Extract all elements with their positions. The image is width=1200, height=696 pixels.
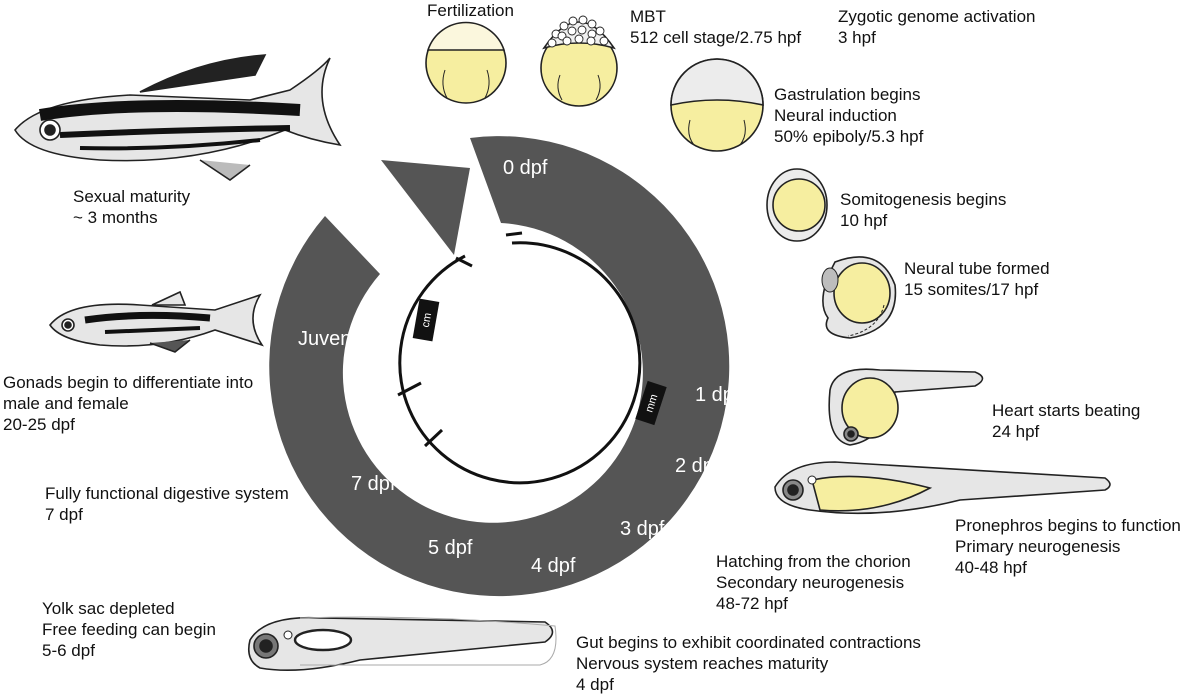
gastrulation-line3: 50% epiboly/5.3 hpf xyxy=(774,127,924,146)
label-yolk-depleted: Yolk sac depleted Free feeding can begin… xyxy=(42,598,216,661)
yolk-line1: Yolk sac depleted xyxy=(42,599,175,618)
yolk-line2: Free feeding can begin xyxy=(42,620,216,639)
pronephros-line2: Primary neurogenesis xyxy=(955,537,1121,556)
gonads-line2: male and female xyxy=(3,394,129,413)
ring-band xyxy=(269,136,730,597)
stage-juvenile: Juvenile xyxy=(298,328,371,350)
maturity-line1: Sexual maturity xyxy=(73,187,191,206)
gastrulation-line2: Neural induction xyxy=(774,106,897,125)
inner-timeline-circle xyxy=(397,231,642,485)
ring-arrowhead xyxy=(381,160,470,255)
heart-beating-embryo xyxy=(828,368,984,446)
label-sexual-maturity: Sexual maturity ~ 3 months xyxy=(73,186,190,228)
yolk-line3: 5-6 dpf xyxy=(42,641,95,660)
label-zygotic-genome-activation: Zygotic genome activation 3 hpf xyxy=(838,6,1036,48)
stage-1dpf: 1 dpf xyxy=(695,384,740,406)
somitogenesis-line2: 10 hpf xyxy=(840,211,888,230)
tag-cm: cm xyxy=(412,298,440,342)
gut-line2: Nervous system reaches maturity xyxy=(576,654,829,673)
hatching-line1: Hatching from the chorion xyxy=(716,552,911,571)
stage-0dpf: 0 dpf xyxy=(503,157,548,179)
label-heart-beating: Heart starts beating 24 hpf xyxy=(992,400,1140,442)
label-mbt: MBT 512 cell stage/2.75 hpf xyxy=(630,6,801,48)
tag-cm-label: cm xyxy=(420,312,434,329)
label-gut-contractions: Gut begins to exhibit coordinated contra… xyxy=(576,632,921,695)
stage-4dpf: 4 dpf xyxy=(531,555,576,577)
maturity-line2: ~ 3 months xyxy=(73,208,158,227)
label-hatching: Hatching from the chorion Secondary neur… xyxy=(716,551,911,614)
tag-mm: mm xyxy=(635,380,667,426)
stage-7dpf: 7 dpf xyxy=(351,473,396,495)
digestive-line2: 7 dpf xyxy=(45,505,83,524)
gonads-line3: 20-25 dpf xyxy=(3,415,75,434)
label-fertilization: Fertilization xyxy=(427,0,514,21)
gut-line3: 4 dpf xyxy=(576,675,614,694)
mbt-embryo xyxy=(540,15,618,107)
adult-fish xyxy=(14,54,342,181)
label-somitogenesis: Somitogenesis begins 10 hpf xyxy=(840,189,1006,231)
neural-tube-line1: Neural tube formed xyxy=(904,259,1050,278)
gut-line1: Gut begins to exhibit coordinated contra… xyxy=(576,633,921,652)
gonads-line1: Gonads begin to differentiate into xyxy=(3,373,254,392)
tag-mm-label: mm xyxy=(643,393,660,414)
somitogenesis-embryo xyxy=(766,168,828,242)
ring-stage-labels: 0 dpf 1 dpf 2 dpf 3 dpf 4 dpf 5 dpf 7 dp… xyxy=(298,157,740,577)
somitogenesis-line1: Somitogenesis begins xyxy=(840,190,1007,209)
fertilization-embryo xyxy=(425,21,507,104)
tick-juvenile xyxy=(397,381,422,397)
label-gastrulation: Gastrulation begins Neural induction 50%… xyxy=(774,84,923,147)
juvenile-fish xyxy=(49,290,264,353)
heart-line1: Heart starts beating xyxy=(992,401,1141,420)
label-pronephros: Pronephros begins to function Primary ne… xyxy=(955,515,1181,578)
zga-line2: 3 hpf xyxy=(838,28,876,47)
fertilization-line1: Fertilization xyxy=(427,1,514,20)
heart-line2: 24 hpf xyxy=(992,422,1040,441)
hatching-line2: Secondary neurogenesis xyxy=(716,573,905,592)
gastrulation-embryo xyxy=(670,58,764,152)
stage-3dpf: 3 dpf xyxy=(620,518,665,540)
zga-line1: Zygotic genome activation xyxy=(838,7,1036,26)
stage-adult: Adult xyxy=(357,223,403,245)
inner-arc xyxy=(398,241,642,485)
pronephros-embryo xyxy=(774,461,1111,515)
digestive-line1: Fully functional digestive system xyxy=(45,484,289,503)
tick-start xyxy=(505,231,523,237)
hatching-line3: 48-72 hpf xyxy=(716,594,788,613)
label-gonads: Gonads begin to differentiate into male … xyxy=(3,372,253,435)
gut-contraction-larva xyxy=(247,616,557,671)
stage-5dpf: 5 dpf xyxy=(428,537,473,559)
tick-end xyxy=(455,256,473,268)
pronephros-line1: Pronephros begins to function xyxy=(955,516,1181,535)
neural-tube-line2: 15 somites/17 hpf xyxy=(904,280,1039,299)
mbt-line1: MBT xyxy=(630,7,666,26)
label-neural-tube: Neural tube formed 15 somites/17 hpf xyxy=(904,258,1050,300)
life-cycle-ring xyxy=(269,136,730,597)
mbt-line2: 512 cell stage/2.75 hpf xyxy=(630,28,802,47)
pronephros-line3: 40-48 hpf xyxy=(955,558,1027,577)
gastrulation-line1: Gastrulation begins xyxy=(774,85,921,104)
stage-2dpf: 2 dpf xyxy=(675,455,720,477)
neural-tube-embryo xyxy=(821,256,897,339)
label-digestive-system: Fully functional digestive system 7 dpf xyxy=(45,483,289,525)
tick-7dpf xyxy=(423,428,444,448)
